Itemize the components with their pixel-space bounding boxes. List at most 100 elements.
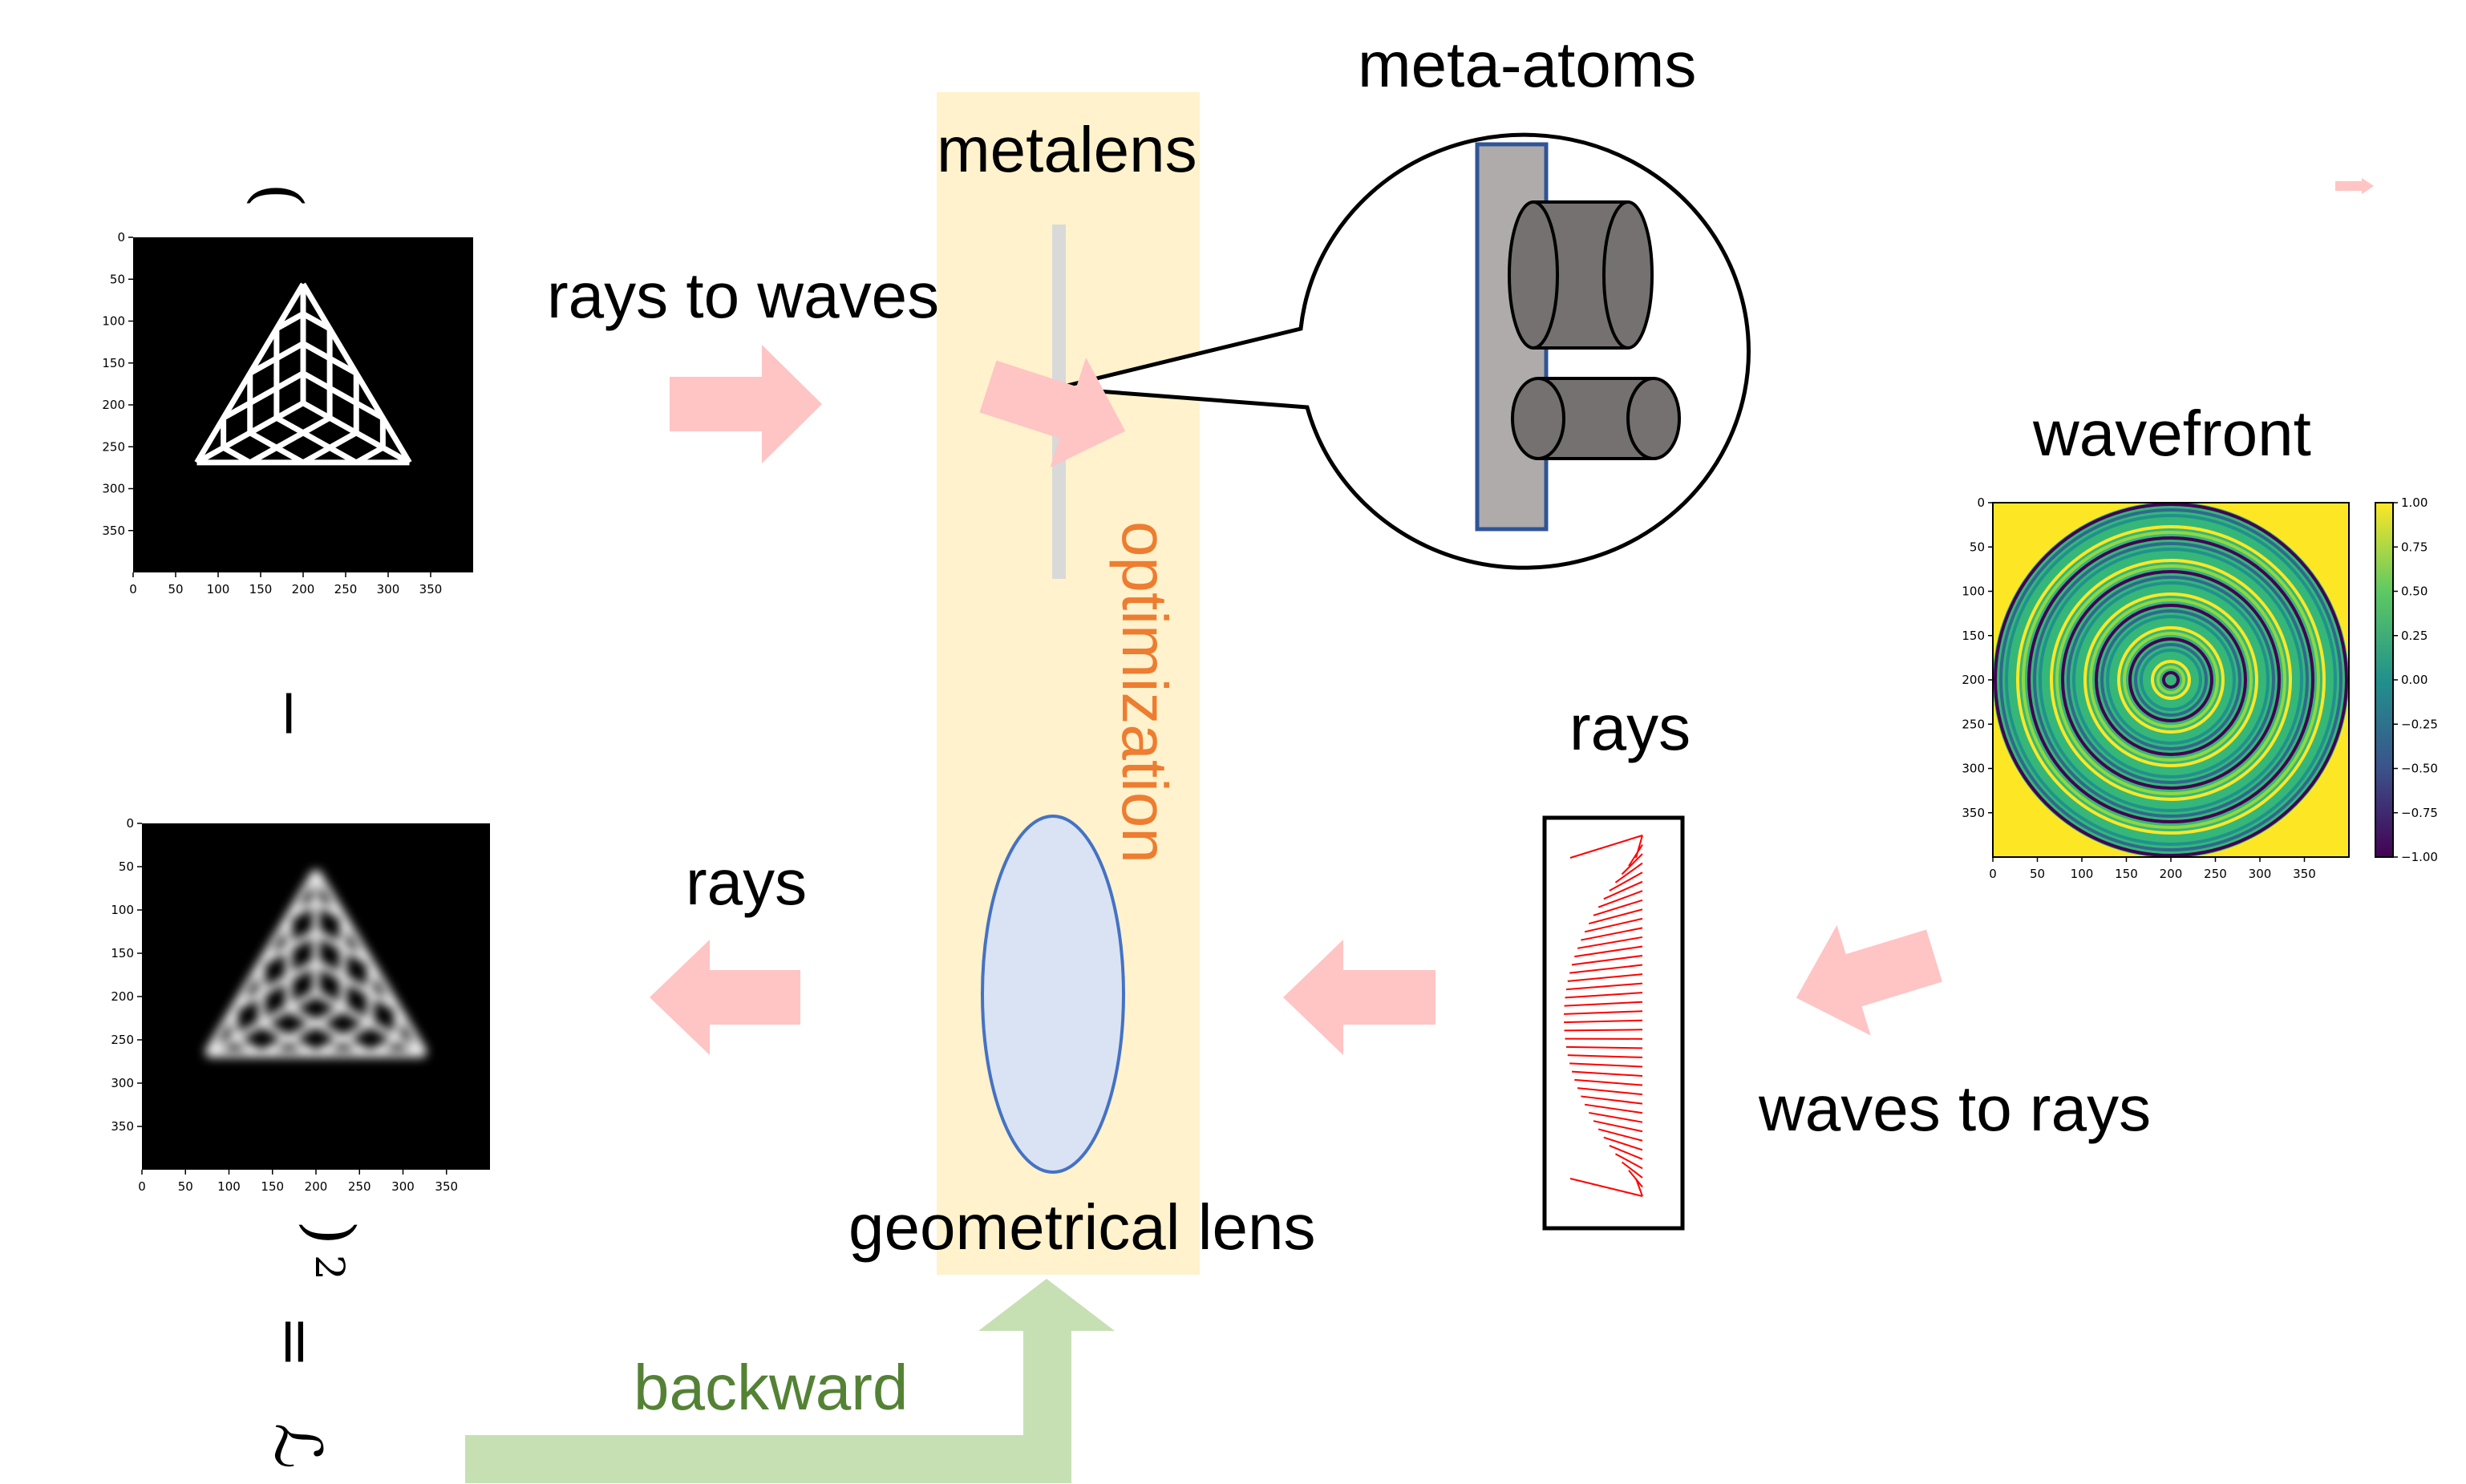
ray-line [1628, 844, 1643, 867]
ray-line [1593, 1120, 1643, 1133]
arrow-to-output-image [650, 940, 800, 1055]
wavefront-ring [2022, 531, 2320, 829]
wavefront-ring [2027, 536, 2314, 823]
colorbar-tick-label: 0.50 [2401, 584, 2428, 599]
meta-atoms-callout [1056, 132, 1751, 570]
output-plot-ticks: 0050501001001501502002002502503003003503… [111, 816, 458, 1194]
waves-to-rays-label: waves to rays [1758, 1073, 2151, 1144]
ray-line [1635, 1178, 1643, 1197]
y-tick-label: 300 [102, 482, 125, 496]
ray-line [1597, 1128, 1643, 1142]
atom-pillar-lower [1511, 377, 1681, 460]
x-tick-label: 50 [2030, 867, 2045, 881]
y-tick-label: 0 [1977, 495, 1985, 510]
ray-line [1567, 1054, 1643, 1058]
ray-line [1564, 1010, 1643, 1015]
wavefront-ring [2140, 649, 2202, 711]
x-tick-label: 150 [261, 1179, 284, 1194]
x-tick-label: 0 [138, 1179, 146, 1194]
ray-line [1569, 835, 1643, 859]
colorbar-tick-label: −1.00 [2401, 850, 2438, 864]
input-plot-ticks: 0050501001001501502002002502503003003503… [102, 230, 442, 596]
x-tick-label: 0 [129, 582, 137, 596]
ray-line [1609, 1145, 1643, 1160]
ray-line [1609, 871, 1643, 892]
ray-line [1571, 1070, 1643, 1077]
ray-line [1581, 1095, 1643, 1105]
y-tick-label: 350 [111, 1119, 134, 1134]
x-tick-label: 300 [377, 582, 400, 596]
y-tick-label: 150 [102, 356, 125, 370]
y-tick-label: 200 [111, 989, 134, 1004]
x-tick-label: 150 [2115, 867, 2138, 881]
y-tick-label: 350 [1962, 806, 1985, 820]
y-tick-label: 100 [111, 903, 134, 917]
ray-line [1614, 862, 1643, 884]
y-tick-label: 250 [102, 439, 125, 454]
wavefront-ring [2072, 581, 2270, 778]
ray-line [1603, 880, 1643, 900]
x-tick-label: 200 [2160, 867, 2183, 881]
flow-arrows [650, 178, 2374, 1055]
ray-line [1589, 1111, 1643, 1123]
x-tick-label: 350 [419, 582, 443, 596]
ray-line [1574, 945, 1643, 958]
y-tick-label: 300 [111, 1076, 134, 1090]
ray-line [1564, 1001, 1643, 1007]
ray-line [1569, 1178, 1643, 1197]
wavefront-ring [2089, 598, 2253, 762]
x-tick-label: 100 [2071, 867, 2094, 881]
ray-line [1564, 1029, 1643, 1032]
wavefront-label: wavefront [2032, 398, 2311, 469]
wavefront-ring [2117, 626, 2225, 734]
ray-line [1628, 1170, 1643, 1188]
wavefront-ring [2050, 559, 2292, 801]
wavefront-ring [2156, 665, 2185, 694]
formula-minus: − [253, 686, 328, 740]
colorbar-tick-label: −0.75 [2401, 806, 2438, 820]
x-tick-label: 50 [178, 1179, 193, 1194]
x-tick-label: 200 [305, 1179, 328, 1194]
formula-close-paren: ) [294, 1220, 368, 1245]
wavefront-ring [2112, 621, 2230, 739]
formula-exponent: 2 [306, 1255, 353, 1280]
colorbar-ticks: 1.000.750.500.250.00−0.25−0.50−0.75−1.00 [2393, 495, 2438, 864]
x-tick-label: 200 [292, 582, 315, 596]
atom-pillar-upper [1508, 200, 1654, 350]
y-tick-label: 100 [1962, 584, 1985, 599]
ray-line [1577, 936, 1643, 949]
ray-line [1581, 927, 1643, 941]
geometrical-lens-label: geometrical lens [848, 1191, 1316, 1263]
wavefront-ring [2067, 576, 2275, 784]
ray-diagram [1542, 815, 1685, 1231]
wavefront-ring [2106, 615, 2236, 745]
ray-line [1574, 1078, 1643, 1086]
rays-label-right: rays [1569, 692, 1691, 763]
formula-equals: = [259, 1315, 334, 1369]
y-tick-label: 250 [1962, 717, 1985, 731]
y-tick-label: 0 [117, 230, 125, 245]
ray-lines [1564, 835, 1643, 1197]
wavefront-plot-ticks: 0050501001001501502002002502503003003503… [1962, 495, 2315, 881]
y-tick-label: 150 [111, 946, 134, 960]
ray-line [1584, 1103, 1643, 1114]
ray-line [1564, 1019, 1643, 1024]
wavefront-rings [1993, 502, 2349, 858]
wavefront-ring [2083, 592, 2258, 767]
y-tick-label: 200 [102, 398, 125, 412]
ray-line [1593, 899, 1643, 916]
ray-line [1589, 908, 1643, 925]
arrow-rays-to-waves [670, 345, 822, 463]
wavefront-ring [2095, 604, 2247, 756]
y-tick-label: 200 [1962, 673, 1985, 687]
wavefront-ring [2010, 520, 2331, 840]
x-tick-label: 250 [348, 1179, 371, 1194]
colorbar-tick-label: −0.25 [2401, 717, 2438, 731]
wavefront-ring [2151, 660, 2191, 700]
output-image-plot [142, 823, 490, 1170]
loss-formula: ( − ) 2 = ℒ [241, 183, 368, 1470]
colorbar-tick-label: −0.50 [2401, 762, 2438, 776]
ray-line [1597, 890, 1643, 908]
y-tick-label: 50 [1970, 540, 1985, 554]
